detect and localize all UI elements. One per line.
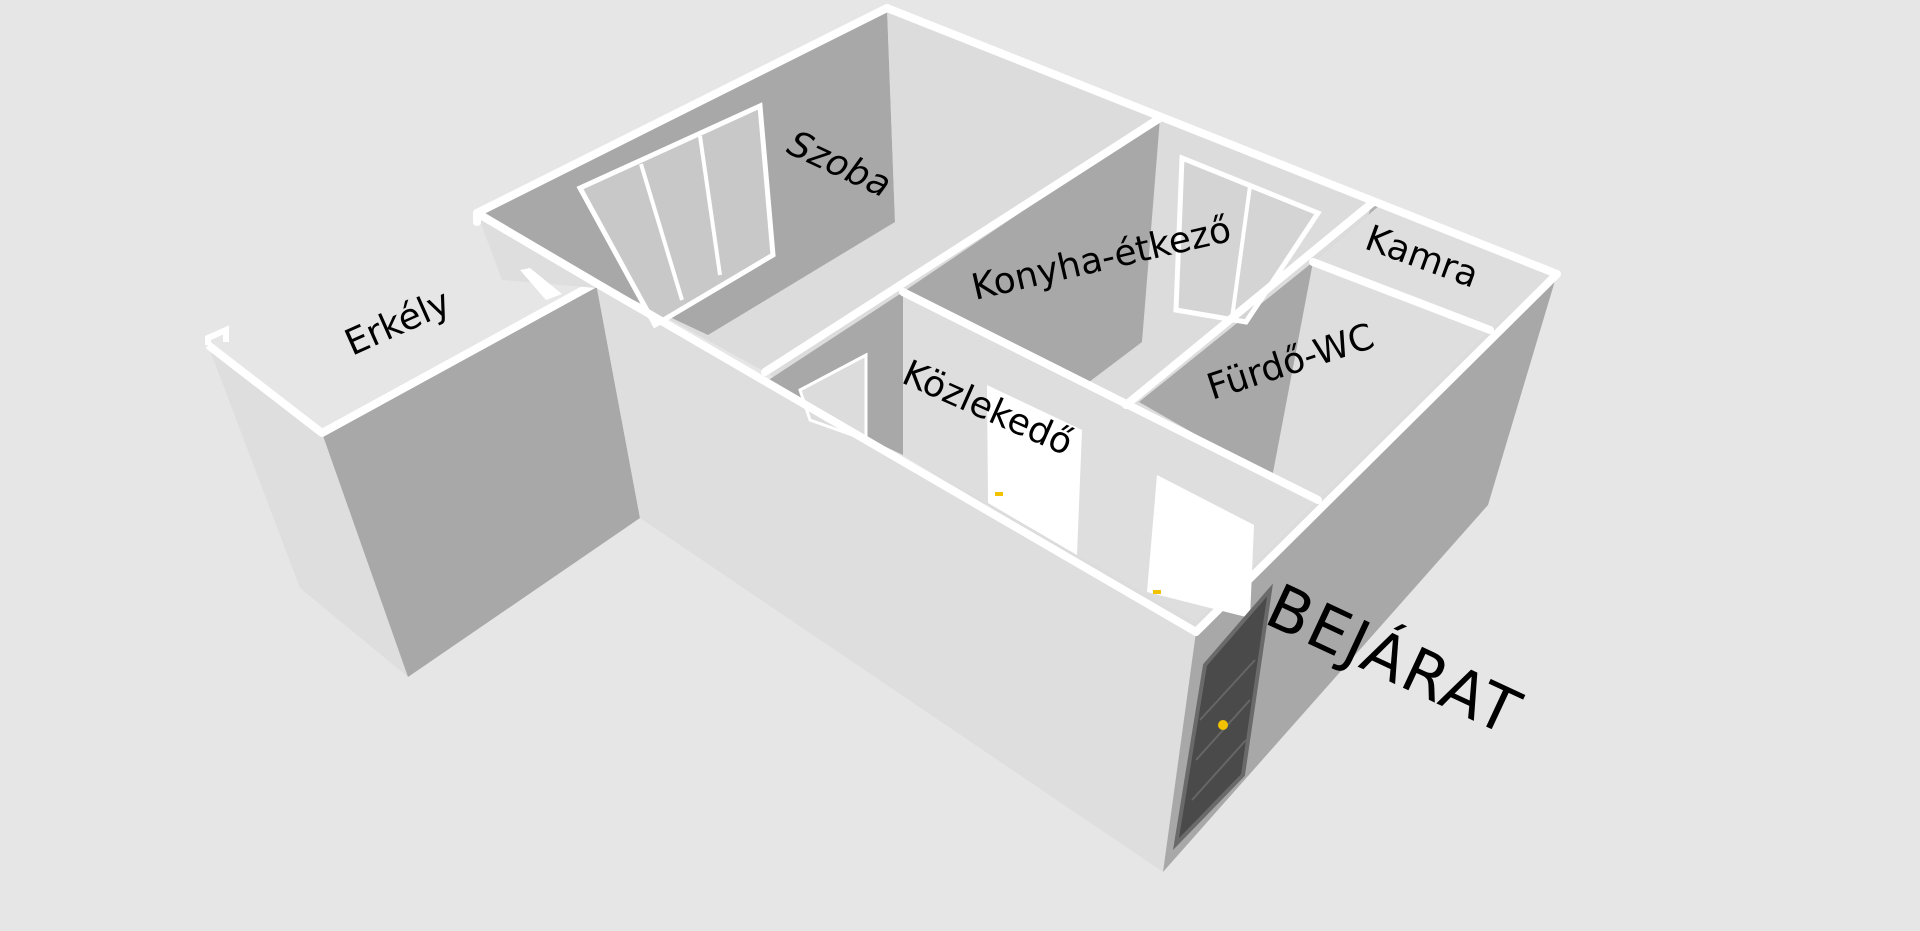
kitchen-window (1173, 154, 1322, 325)
balcony-railing-end (205, 325, 229, 345)
szoba-side-wall (887, 8, 1160, 222)
door-handle (1218, 720, 1228, 730)
bathroom-door (1147, 475, 1254, 618)
entrance-door (1173, 583, 1273, 850)
balcony-door-opening (520, 268, 562, 300)
balcony-wall-top (205, 279, 598, 437)
corridor-door (987, 385, 1082, 555)
balcony-wall-left (208, 345, 408, 677)
bathroom-back-wall (1139, 262, 1313, 478)
wall-tops (473, 4, 1561, 636)
szoba-window (576, 102, 776, 329)
right-exterior-wall (1163, 274, 1557, 872)
kitchen-back-wall (903, 118, 1163, 382)
front-exterior-wall (596, 283, 1196, 872)
bathroom-side-wall (1272, 262, 1490, 500)
balcony-wall-front (322, 283, 640, 677)
balcony-area (205, 210, 640, 677)
kamra-side-wall (1313, 206, 1557, 330)
